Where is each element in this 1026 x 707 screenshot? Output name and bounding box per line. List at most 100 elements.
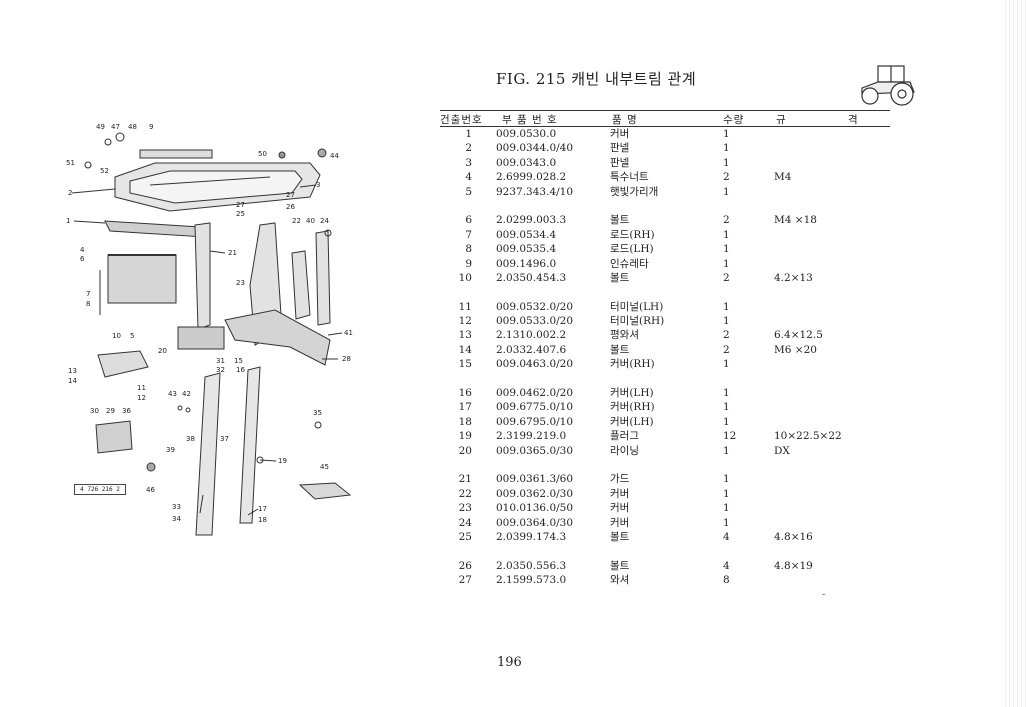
cell-no: 18 — [458, 415, 472, 428]
cell-part: 009.6795.0/10 — [496, 415, 574, 428]
cell-part: 2.3199.219.0 — [496, 430, 567, 443]
roller-blind-part — [107, 254, 177, 304]
cell-part: 009.0361.3/60 — [496, 473, 574, 486]
cell-no: 16 — [458, 387, 472, 400]
roof-cover-part — [139, 149, 213, 159]
cell-part: 009.0534.4 — [496, 228, 557, 241]
cell-part: 009.0535.4 — [496, 243, 557, 256]
callout-label: 37 — [220, 435, 229, 443]
header-spec: 규 — [776, 114, 787, 126]
cell-no: 9 — [465, 257, 472, 270]
cell-no: 27 — [458, 574, 472, 587]
cell-part: 010.0136.0/50 — [496, 502, 574, 515]
cell-no: 20 — [458, 444, 472, 457]
cell-spec: DX — [774, 444, 790, 457]
cell-qty: 2 — [723, 271, 730, 284]
rear-pillar-part — [291, 250, 311, 320]
callout-label: 27 — [286, 191, 295, 199]
cell-no: 5 — [465, 185, 472, 198]
callout-label: 30 — [90, 407, 99, 415]
cell-part: 2.0299.003.3 — [496, 214, 567, 227]
cell-no: 23 — [458, 502, 472, 515]
cell-no: 4 — [465, 171, 472, 184]
cell-no: 1 — [465, 128, 472, 140]
cell-no: 12 — [458, 315, 472, 328]
cell-name: 라이닝 — [610, 444, 639, 457]
cell-qty: 1 — [723, 300, 730, 313]
cell-name: 볼트 — [610, 271, 630, 284]
tractor-icon — [856, 64, 918, 106]
cell-no: 3 — [465, 156, 472, 169]
cell-no: 25 — [458, 530, 472, 543]
callout-label: 47 — [111, 123, 120, 131]
callout-label: 23 — [236, 279, 245, 287]
callout-label: 14 — [68, 377, 77, 385]
cell-name: 커버 — [610, 128, 630, 140]
cell-name: 볼트 — [610, 530, 630, 543]
rear-cover-part — [315, 230, 331, 326]
callout-label: 51 — [66, 159, 75, 167]
cell-qty: 1 — [723, 315, 730, 328]
cell-no: 24 — [458, 516, 472, 529]
callout-label: 39 — [166, 446, 175, 454]
callout-label: 38 — [186, 435, 195, 443]
callout-label: 31 — [216, 357, 225, 365]
cell-no: 19 — [458, 430, 472, 443]
cell-name: 볼트 — [610, 343, 630, 356]
table-header: 건출번호 부 품 번 호 품 명 수량 규 격 — [440, 110, 890, 127]
callout-label: 43 — [168, 390, 177, 398]
cell-spec: 4.2×13 — [774, 271, 813, 284]
header-part-number: 부 품 번 호 — [502, 114, 558, 126]
cell-qty: 2 — [723, 214, 730, 227]
cell-part: 2.0332.407.6 — [496, 343, 567, 356]
cell-part: 009.0365.0/30 — [496, 444, 574, 457]
lower-trim-part — [224, 309, 331, 366]
cell-qty: 2 — [723, 329, 730, 342]
lining-part — [177, 326, 225, 350]
cell-qty: 1 — [723, 387, 730, 400]
diagram-drawing: 49 47 48 9 50 44 51 52 2 3 27 26 27 25 1… — [66, 123, 353, 536]
cell-qty: 8 — [723, 574, 730, 587]
speck — [822, 594, 825, 595]
callout-label: 50 — [258, 150, 267, 158]
cell-part: 2.0350.454.3 — [496, 271, 567, 284]
cell-name: 가드 — [610, 473, 630, 486]
diagram-reference-number: 4 726 216 2 — [74, 484, 126, 495]
cell-qty: 1 — [723, 516, 730, 529]
terminal-bracket-part — [97, 350, 149, 378]
cell-qty: 1 — [723, 142, 730, 155]
callout-label: 34 — [172, 515, 181, 523]
callout-label: 8 — [86, 300, 90, 308]
callout-label: 5 — [130, 332, 134, 340]
callout-label: 1 — [66, 217, 70, 225]
header-no: 건출번호 — [440, 114, 483, 126]
cell-qty: 12 — [723, 430, 737, 443]
cell-part: 009.0533.0/20 — [496, 315, 574, 328]
cell-name: 커버(LH) — [610, 387, 654, 400]
callout-label: 45 — [320, 463, 329, 471]
cell-qty: 1 — [723, 185, 730, 198]
callout-label: 19 — [278, 457, 287, 465]
cell-part: 009.0463.0/20 — [496, 358, 574, 371]
callout-label: 44 — [330, 152, 339, 160]
cell-name: 볼트 — [610, 559, 630, 572]
cell-name: 커버(LH) — [610, 415, 654, 428]
cover-bracket-part — [95, 420, 133, 454]
vertical-post-lh-part — [195, 372, 221, 536]
callout-label: 26 — [286, 203, 295, 211]
callout-label: 41 — [344, 329, 353, 337]
floor-mat-part — [298, 482, 352, 500]
cell-no: 8 — [465, 243, 472, 256]
cell-qty: 1 — [723, 228, 730, 241]
